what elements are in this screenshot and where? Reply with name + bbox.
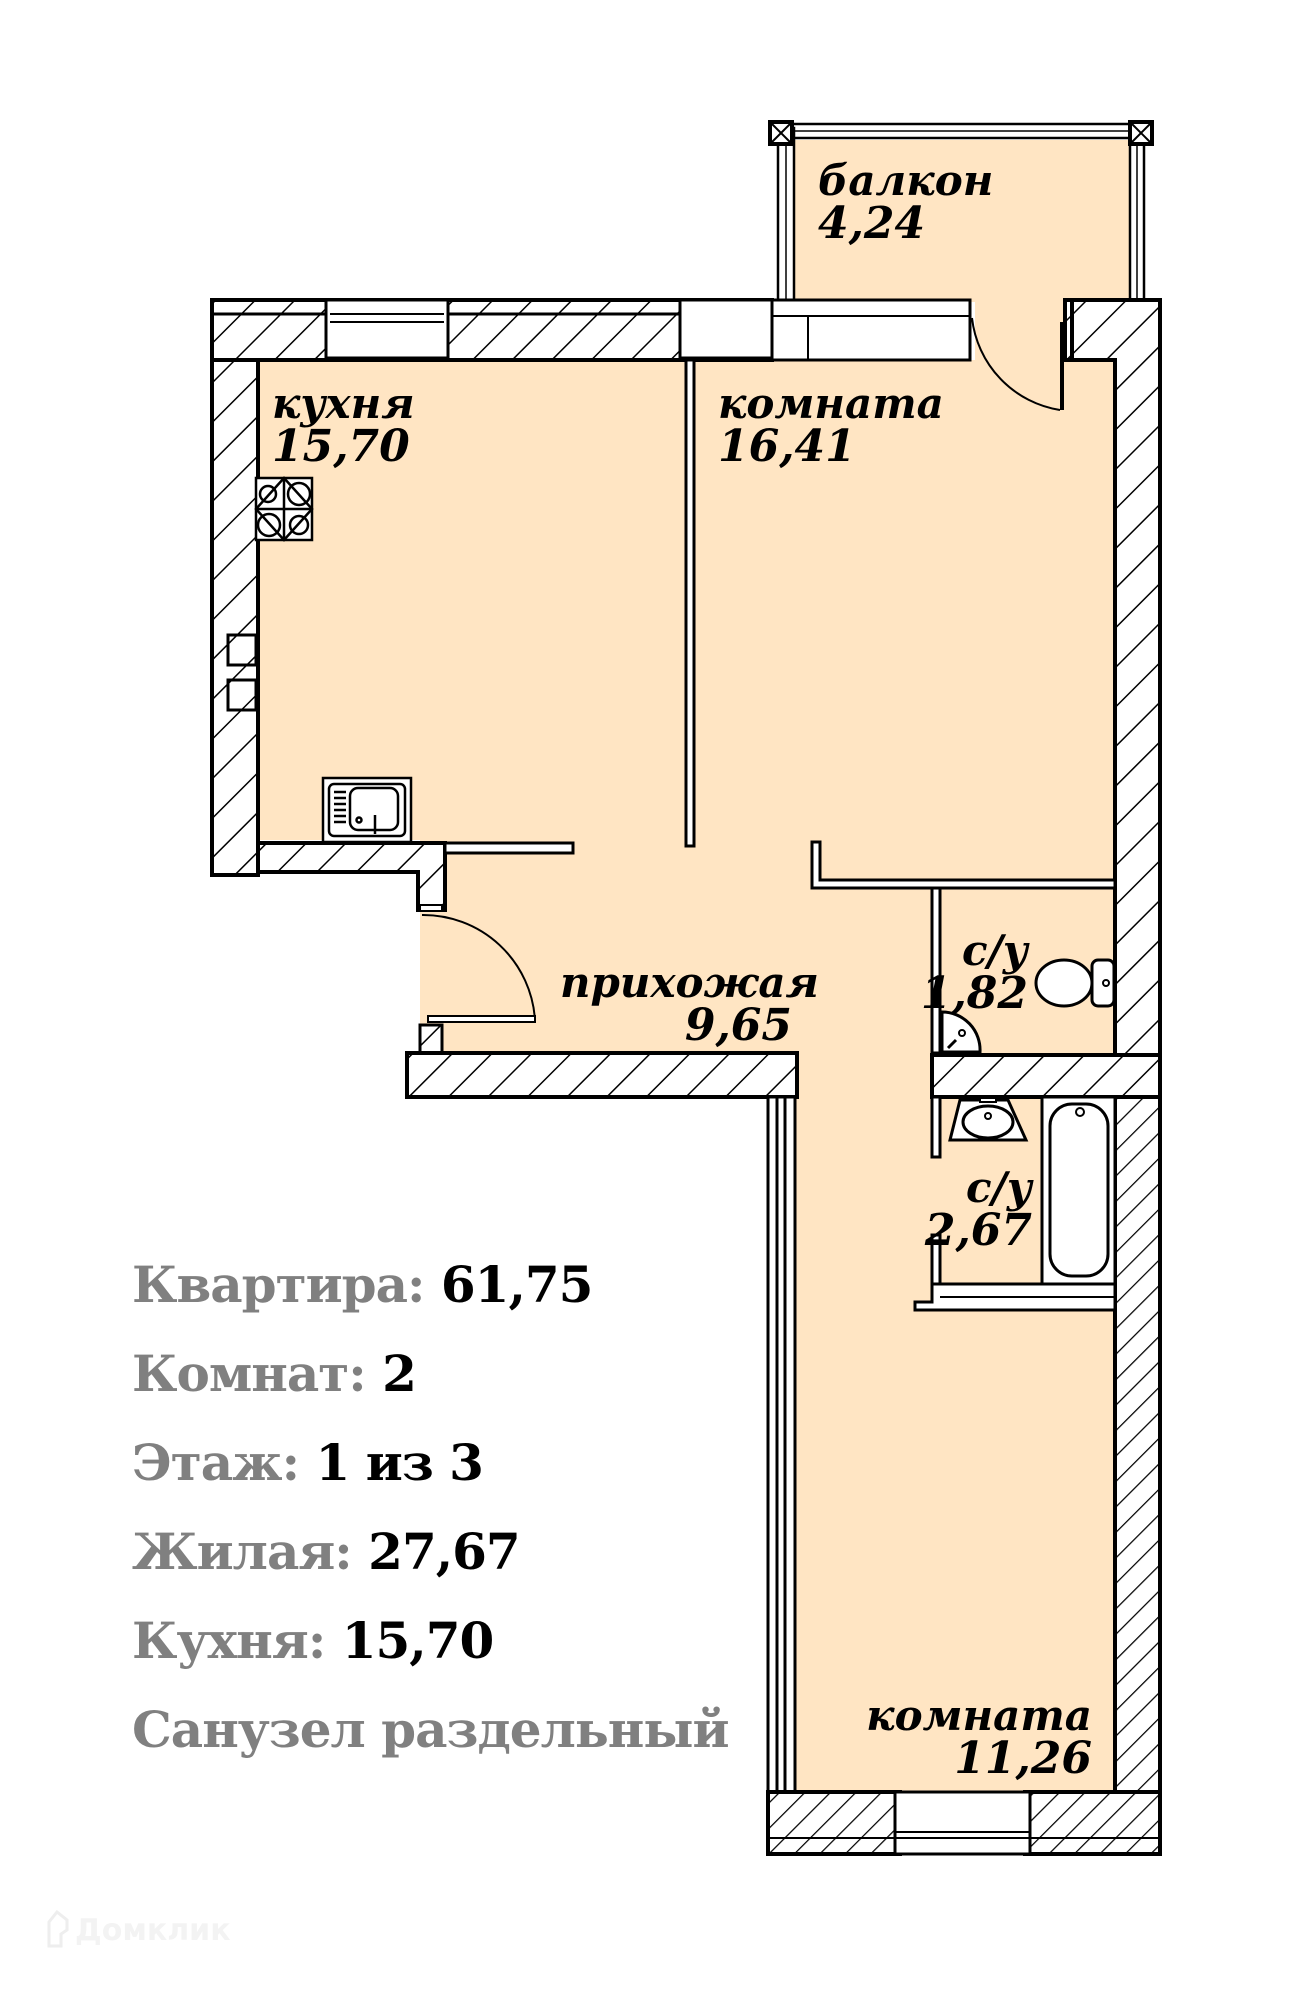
washbasin-icon [948,1097,1029,1142]
stove-icon [254,476,314,542]
summary-key: Этаж: [132,1433,300,1492]
summary-floor: Этаж: 1 из 3 [132,1418,729,1507]
bathtub-icon [1040,1095,1117,1286]
balcony-door-swing [971,317,1064,411]
toilet-icon [1034,958,1116,1008]
summary-rooms: Комнат: 2 [132,1329,729,1418]
room-area: 2,67 [924,1205,1032,1256]
left-wall [210,358,260,877]
watermark: Домклик [45,1910,231,1950]
summary-value: 27,67 [368,1522,521,1581]
vent-shaft-1 [226,633,258,667]
partition-room-wc [810,840,1117,890]
bottom-wall [766,1790,1162,1856]
hallway-floor [420,840,1120,1052]
room-label-room-bottom: комната 11,26 [860,1695,1092,1781]
room-name: комната [866,1691,1092,1740]
room-fills [258,140,1135,1792]
room-area: 15,70 [272,421,410,472]
vent-shaft-2 [226,678,258,712]
summary-kitchen-area: Кухня: 15,70 [132,1596,729,1685]
summary-key: Жилая: [132,1522,353,1581]
wc-2 [913,1095,1117,1312]
room-name: балкон [818,156,994,205]
room-area: 9,65 [684,1000,792,1051]
house-logo-icon [47,1910,69,1948]
summary-value: 61,75 [440,1255,594,1314]
balcony-door-frame [770,298,972,362]
summary-value: 1 из 3 [315,1433,484,1492]
room-label-wc-2: с/у 2,67 [920,1167,1032,1253]
entrance-door[interactable] [418,904,536,1057]
room-bottom-window [893,1790,1032,1856]
kitchen-floor [258,360,690,840]
room-name: кухня [272,379,415,428]
room-label-balcony: балкон 4,24 [818,160,993,246]
room-name: комната [718,379,944,428]
kitchen-window [324,298,450,360]
room-name: с/у [961,926,1028,975]
apartment-summary: Квартира: 61,75 Комнат: 2 Этаж: 1 из 3 Ж… [132,1240,730,1774]
summary-total-area: Квартира: 61,75 [132,1240,729,1329]
summary-key: Комнат: [132,1344,367,1403]
balcony-post-left-icon [768,120,794,146]
kitchen-bottom-wall [256,841,575,912]
room-area: 11,26 [954,1733,1092,1784]
room-label-wc-1: с/у 1,82 [920,930,1028,1016]
room-label-room-top: комната 16,41 [718,383,944,469]
partition-kitchen-room [684,358,696,848]
hallway-bottom-wall [405,1051,799,1099]
room-label-kitchen: кухня 15,70 [272,383,415,469]
summary-value: 2 [382,1344,417,1403]
corridor-left-wall [766,1095,797,1799]
room-area: 16,41 [718,421,856,472]
kitchen-sink-icon [321,776,413,844]
summary-bathroom-type: Санузел раздельный [132,1685,730,1774]
summary-living-area: Жилая: 27,67 [132,1507,729,1596]
corner-sink-icon [940,1010,982,1054]
watermark-text: Домклик [75,1912,231,1948]
summary-key: Квартира: [132,1255,425,1314]
balcony-door-floor [975,298,1065,362]
summary-value: 15,70 [341,1611,495,1670]
room-name: прихожая [560,958,819,1007]
summary-key: Кухня: [132,1611,326,1670]
summary-key: Санузел раздельный [132,1700,730,1759]
room-area: 4,24 [818,198,926,249]
wc-1 [930,886,1162,1099]
room-area: 1,82 [920,968,1028,1019]
room-label-hallway: прихожая 9,65 [560,958,819,1051]
room-top-floor [690,360,1115,880]
balcony-post-right-icon [1128,120,1154,146]
room-top-window [678,298,774,360]
room-name: с/у [965,1163,1032,1212]
balcony-floor [790,140,1135,302]
